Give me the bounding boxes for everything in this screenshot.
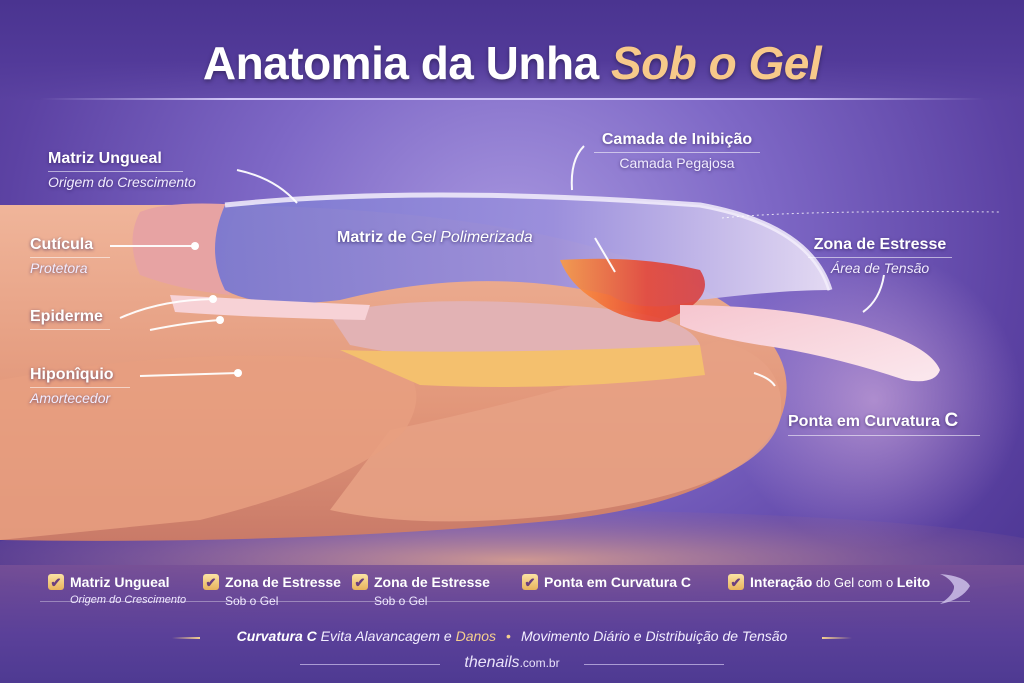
footer-rule-left [172, 637, 200, 639]
label-inhibition-layer: Camada de Inibição Camada Pegajosa [594, 131, 760, 171]
checklist-item: ✔Zona de Estresse Sob o Gel [352, 574, 490, 608]
label-c-curve-tip: Ponta em Curvatura C [788, 410, 980, 438]
checklist-item: ✔Zona de Estresse Sob o Gel [203, 574, 341, 608]
checklist-item: ✔Ponta em Curvatura C [522, 574, 691, 590]
site-credit: thenails.com.br [464, 654, 560, 671]
header-band [0, 0, 1024, 100]
footer-tagline: Curvatura C Evita Alavancagem e Danos•Mo… [236, 628, 788, 644]
label-nail-matrix: Matriz Ungueal Origem do Crescimento [48, 150, 196, 190]
checklist: ✔Matriz Ungueal Origem do Crescimento ✔Z… [0, 574, 1024, 618]
checklist-item: ✔Interação do Gel com o Leito [728, 574, 930, 590]
ribbon-tail-icon [940, 574, 970, 604]
checklist-item: ✔Matriz Ungueal Origem do Crescimento [48, 574, 186, 606]
checkbox-icon: ✔ [352, 574, 368, 590]
label-cuticle: Cutícula Protetora [30, 236, 110, 276]
checkbox-icon: ✔ [203, 574, 219, 590]
page-title: Anatomia da Unha Sob o Gel [0, 36, 1024, 90]
checkbox-icon: ✔ [48, 574, 64, 590]
site-rule-left [300, 664, 440, 665]
label-hyponychium: Hiponîquio Amortecedor [30, 366, 130, 406]
bottom-bar [0, 565, 1024, 683]
label-epidermis: Epiderme [30, 308, 110, 332]
checkbox-icon: ✔ [522, 574, 538, 590]
checklist-divider [40, 601, 970, 602]
title-main: Anatomia da Unha [202, 37, 611, 89]
title-divider [40, 98, 984, 100]
checkbox-icon: ✔ [728, 574, 744, 590]
label-stress-zone: Zona de Estresse Área de Tensão [808, 236, 952, 276]
title-accent: Sob o Gel [610, 37, 822, 89]
site-rule-right [584, 664, 724, 665]
label-gel-matrix: Matriz de Gel Polimerizada [337, 229, 533, 246]
